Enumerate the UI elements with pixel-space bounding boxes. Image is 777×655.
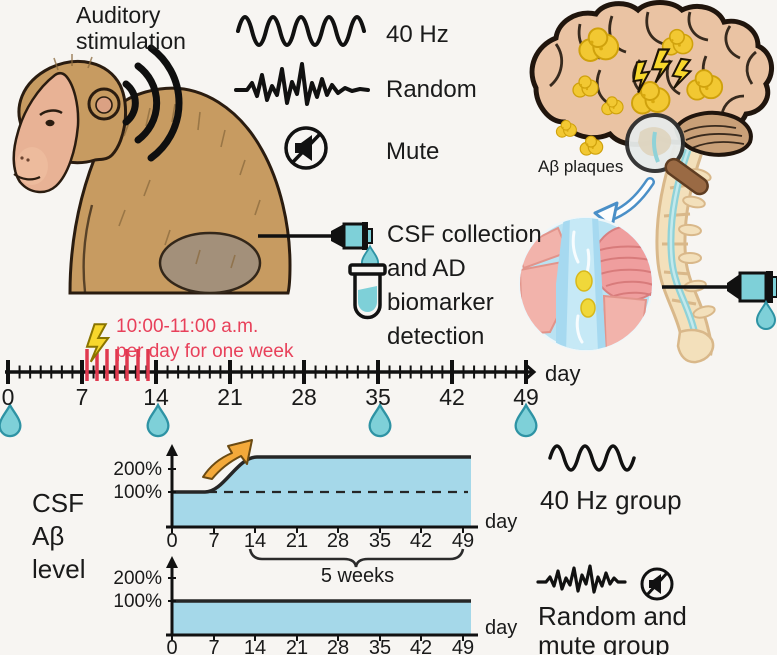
chart1-ytick-100: 100% <box>113 482 162 503</box>
stimulus-40hz-label: 40 Hz <box>386 21 449 48</box>
zoom-arrow-icon <box>593 177 655 229</box>
timeline-tick-label: 49 <box>513 384 539 410</box>
stimulation-schedule-note: 10:00-11:00 a.m. per day for one week <box>116 316 294 362</box>
sacrum <box>676 328 715 364</box>
csf-drop-icon <box>756 301 776 330</box>
timeline-tick-label: 35 <box>365 384 391 410</box>
chart2-ytick-100: 100% <box>113 591 162 612</box>
chart2-xtick: 28 <box>326 637 350 655</box>
csf-collection-label: CSF collection and AD biomarker detectio… <box>387 221 542 350</box>
five-weeks-label: 5 weeks <box>320 565 395 587</box>
magnifier-icon <box>625 113 709 196</box>
chart2-xtick: 35 <box>368 637 392 655</box>
chart2-xtick: 21 <box>285 637 309 655</box>
timeline-tick-label: 21 <box>217 384 243 410</box>
chart1-xticks <box>171 527 464 533</box>
chart-random-mute-group <box>166 556 478 641</box>
chart1-curve <box>173 455 471 494</box>
increase-arrow-icon <box>202 439 253 480</box>
chart1-xtick: 28 <box>326 530 350 552</box>
chart2-xaxis-label: day <box>485 617 518 639</box>
chart2-xtick: 14 <box>243 637 267 655</box>
chart2-xtick: 7 <box>208 637 220 655</box>
chart2-ytick-200: 200% <box>113 568 162 589</box>
experiment-timeline <box>0 323 538 438</box>
lumbar-syringe-icon <box>662 271 777 330</box>
chart2-xtick: 42 <box>409 637 433 655</box>
group-40hz-label: 40 Hz group <box>540 485 682 515</box>
chart1-xtick: 49 <box>451 530 475 552</box>
chart1-xtick: 21 <box>285 530 309 552</box>
chart1-xtick: 42 <box>409 530 433 552</box>
mute-speaker-icon-small <box>640 567 674 601</box>
five-weeks-brace <box>248 548 465 568</box>
chart2-xticks <box>171 635 464 641</box>
chart-40hz-group <box>166 439 478 533</box>
fur-strokes <box>53 54 261 269</box>
chart1-xtick: 14 <box>243 530 267 552</box>
timeline-tick-label: 7 <box>75 384 89 410</box>
random-wave-icon-small <box>536 564 627 594</box>
csf-collection-syringe-icon <box>258 222 380 272</box>
charts-ylabel: CSF Aβ level <box>32 488 86 584</box>
ab-plaques-label: Aβ plaques <box>538 157 624 176</box>
sine-wave-icon-small <box>548 444 636 472</box>
mute-speaker-icon <box>284 126 328 170</box>
chart1-xaxis-label: day <box>485 511 518 533</box>
monkey-illustration <box>12 54 292 295</box>
test-tube-icon <box>348 263 387 320</box>
timeline-tick-label: 0 <box>1 384 15 410</box>
chart1-xtick: 7 <box>208 530 220 552</box>
stimulus-mute-label: Mute <box>386 138 440 165</box>
chart2-yaxis-arrow <box>166 556 178 568</box>
random-wave-icon <box>234 62 370 106</box>
chart2-xtick: 0 <box>166 637 178 655</box>
chart2-xtick: 49 <box>451 637 475 655</box>
timeline-major-ticks <box>6 360 528 384</box>
timeline-tick-label: 42 <box>439 384 465 410</box>
group-random-mute-label: Random and mute group <box>538 601 687 655</box>
timeline-axis-label: day <box>545 361 581 386</box>
chart1-yaxis-arrow <box>166 444 178 456</box>
sound-waves-icon <box>122 44 183 162</box>
timeline-tick-label: 14 <box>143 384 169 410</box>
stimulus-random-label: Random <box>386 76 477 103</box>
chart1-xtick: 0 <box>166 530 178 552</box>
chart1-ytick-200: 200% <box>113 459 162 480</box>
sine-wave-icon <box>236 15 366 47</box>
timeline-tick-label: 28 <box>291 384 317 410</box>
chart1-xtick: 35 <box>368 530 392 552</box>
auditory-stimulation-label: Auditory stimulation <box>76 2 186 55</box>
brain-illustration <box>529 0 775 157</box>
timeline-arrowhead <box>525 363 537 381</box>
